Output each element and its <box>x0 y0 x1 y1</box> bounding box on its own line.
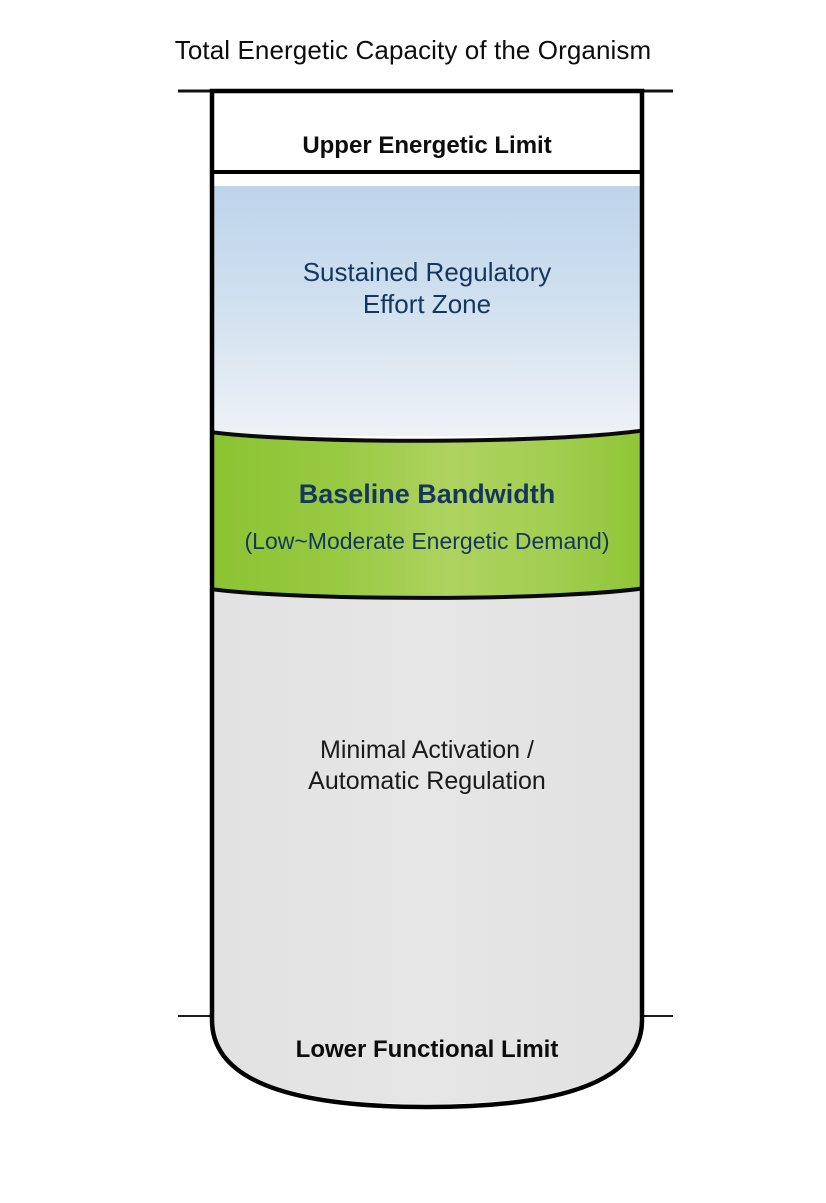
vessel-outline <box>209 88 645 1110</box>
sustained-regulatory-effort-zone-label: Sustained Regulatory Effort Zone <box>302 257 552 319</box>
zone-fill-minimal-activation <box>214 588 640 1104</box>
baseline-band-bottom-edge <box>214 586 640 600</box>
zone-fill-baseline-bandwidth <box>214 430 640 598</box>
page-title: Total Energetic Capacity of the Organism <box>174 35 652 65</box>
lower-functional-limit-label: Lower Functional Limit <box>295 1036 559 1063</box>
zone-fill-sustained-regulatory <box>214 186 640 436</box>
baseline-bandwidth-sublabel: (Low~Moderate Energetic Demand) <box>244 528 610 554</box>
upper-energetic-limit-label: Upper Energetic Limit <box>302 132 552 159</box>
baseline-band-top-edge <box>214 428 640 443</box>
minimal-activation-label: Minimal Activation / Automatic Regulatio… <box>308 736 546 795</box>
baseline-bandwidth-label: Baseline Bandwidth <box>298 479 556 509</box>
